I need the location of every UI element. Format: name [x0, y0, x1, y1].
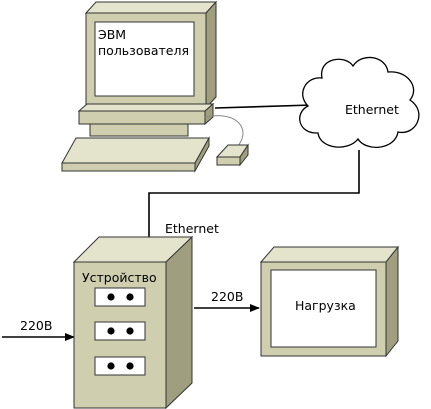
cloud-icon: Ethernet [299, 56, 420, 148]
user-computer: ЭВМ пользователя [61, 0, 249, 173]
computer-screen-label-line2: пользователя [98, 43, 189, 58]
indicator-light [126, 362, 134, 370]
mouse-icon [215, 143, 249, 167]
mouse-cable [204, 115, 244, 149]
link-label: Ethernet [165, 221, 219, 236]
output-power-label: 220В [211, 289, 243, 304]
input-power-label: 220В [20, 318, 52, 333]
device-cabinet: Устройство [72, 235, 194, 409]
monitor-cloud-wire [214, 104, 313, 109]
cloud-device-wire [148, 150, 360, 238]
load-box: Нагрузка [259, 245, 400, 358]
device-module-2 [94, 321, 146, 341]
computer-screen-label-line1: ЭВМ [98, 27, 126, 42]
indicator-light [126, 327, 134, 335]
device-label: Устройство [82, 270, 157, 285]
load-label: Нагрузка [295, 298, 356, 313]
device-module-3 [94, 356, 146, 376]
device-module-1 [94, 287, 146, 307]
indicator-light [126, 293, 134, 301]
cloud-label: Ethernet [345, 102, 399, 117]
keyboard-icon [61, 136, 210, 173]
system-unit [77, 102, 215, 137]
indicator-light [107, 293, 115, 301]
indicator-light [107, 362, 115, 370]
indicator-light [107, 327, 115, 335]
